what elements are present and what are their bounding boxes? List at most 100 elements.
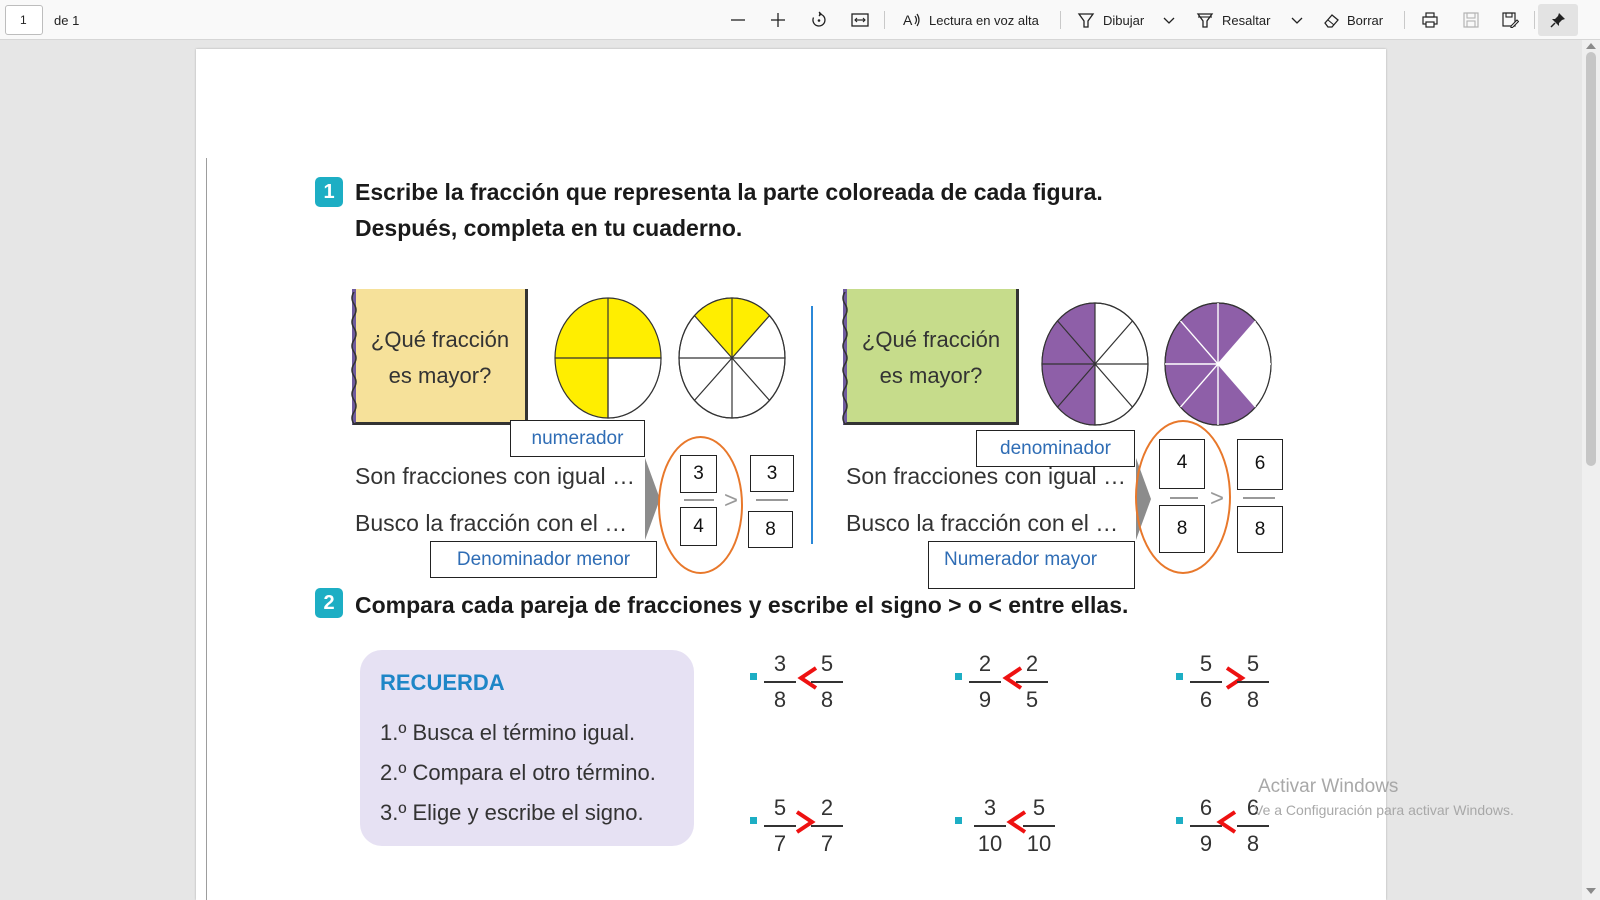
fraction-denominator: 8 (773, 686, 787, 712)
fraction-denominator: 8 (1246, 686, 1260, 712)
fraction-bar (684, 499, 714, 501)
fraction-numerator: 2 (978, 651, 992, 676)
left-line-1: Son fracciones con igual … (355, 463, 635, 489)
circle-eighths-purple-4 (1041, 302, 1149, 426)
fraction-denominator-box: 8 (748, 511, 793, 548)
note-left-line1: ¿Qué fracción (370, 327, 510, 352)
fraction-numerator: 6 (1246, 795, 1260, 820)
toolbar-separator (1534, 11, 1535, 29)
read-aloud-button[interactable]: A Lectura en voz alta (903, 0, 1039, 40)
red-greater-than-sign (1225, 666, 1246, 690)
zoom-in-button[interactable] (770, 0, 786, 40)
pdf-toolbar: 1 de 1 A Lectura en voz alta Dibujar Res… (0, 0, 1600, 40)
highlight-label: Resaltar (1222, 12, 1271, 28)
note-left-line2: es mayor? (388, 363, 492, 388)
fraction-numerator: 3 (773, 651, 787, 676)
fraction-bar (756, 499, 788, 501)
highlight-button[interactable]: Resaltar (1196, 0, 1270, 40)
fraction-denominator: 7 (773, 830, 787, 856)
note-wavy-edge (842, 292, 848, 424)
fraction-bar (1243, 497, 1275, 499)
exercise-2-title: Compara cada pareja de fracciones y escr… (355, 592, 1129, 618)
red-less-than-sign (797, 666, 818, 690)
fraction-numerator: 5 (773, 795, 787, 820)
note-wavy-edge (351, 292, 357, 424)
annotation-numerador: numerador (510, 420, 645, 457)
draw-options-dropdown[interactable] (1162, 0, 1176, 40)
page-count-label: de 1 (54, 12, 80, 28)
bullet-marker (750, 817, 757, 824)
exercise-1-title-line1: Escribe la fracción que representa la pa… (355, 179, 1103, 205)
save-as-button[interactable] (1501, 0, 1519, 40)
recuerda-box (360, 650, 694, 846)
bullet-marker (1176, 817, 1183, 824)
comparison-sign: > (1210, 485, 1225, 512)
right-line-1: Son fracciones con igual … (846, 463, 1126, 489)
fraction-numerator: 5 (1246, 651, 1260, 676)
fraction-denominator: 10 (1026, 830, 1052, 856)
read-aloud-label: Lectura en voz alta (929, 12, 1039, 28)
fit-width-icon (851, 13, 869, 27)
sticky-note-left (352, 289, 528, 425)
page-number-input[interactable]: 1 (5, 5, 43, 35)
draw-label: Dibujar (1103, 12, 1145, 28)
draw-button[interactable]: Dibujar (1077, 0, 1144, 40)
pin-icon (1550, 13, 1565, 28)
fraction-denominator: 5 (1025, 686, 1039, 712)
eraser-icon (1324, 14, 1339, 28)
fraction-numerator: 2 (820, 795, 834, 820)
svg-text:A: A (903, 12, 913, 28)
fraction-numerator-box: 3 (680, 455, 717, 493)
toolbar-separator (1404, 11, 1405, 29)
fraction-denominator: 8 (820, 686, 834, 712)
fraction-denominator: 10 (977, 830, 1003, 856)
fraction-denominator: 9 (978, 686, 992, 712)
fraction-numerator-box: 6 (1237, 439, 1283, 490)
save-icon (1463, 12, 1479, 28)
note-right-line2: es mayor? (879, 363, 983, 388)
erase-button[interactable]: Borrar (1322, 0, 1383, 40)
fraction-numerator: 6 (1199, 795, 1213, 820)
note-right-line1: ¿Qué fracción (861, 327, 1001, 352)
scroll-up-arrow[interactable] (1586, 43, 1596, 49)
right-line-2: Busco la fracción con el … (846, 510, 1119, 536)
exercise-2-number: 2 (315, 588, 343, 618)
activate-windows-subtitle: Ve a Configuración para activar Windows. (1254, 802, 1514, 818)
zoom-out-button[interactable] (730, 0, 746, 40)
fraction-denominator-box: 8 (1237, 506, 1283, 553)
section-divider (811, 306, 813, 544)
erase-label: Borrar (1347, 12, 1384, 28)
highlight-options-dropdown[interactable] (1290, 0, 1304, 40)
scrollbar-thumb[interactable] (1586, 52, 1596, 466)
fraction-numerator: 3 (983, 795, 997, 820)
chevron-down-icon (1291, 17, 1303, 24)
circle-eighths (678, 297, 786, 419)
circle-eighths-purple-6 (1164, 302, 1272, 426)
red-greater-than-sign (795, 810, 816, 834)
print-button[interactable] (1421, 0, 1439, 40)
annotation-denominador-menor: Denominador menor (430, 541, 657, 578)
scroll-down-arrow[interactable] (1586, 888, 1596, 894)
recuerda-step-1: 1.º Busca el término igual. (380, 720, 636, 745)
red-less-than-sign (1216, 810, 1237, 834)
chevron-down-icon (1163, 17, 1175, 24)
bullet-marker (955, 817, 962, 824)
red-less-than-sign (1002, 666, 1023, 690)
pin-toolbar-button[interactable] (1538, 4, 1578, 36)
red-less-than-sign (1006, 810, 1027, 834)
fraction-denominator-box: 4 (680, 507, 717, 546)
save-button[interactable] (1462, 0, 1480, 40)
highlight-icon (1196, 13, 1214, 28)
rotate-button[interactable] (810, 0, 828, 40)
fit-page-button[interactable] (851, 0, 869, 40)
orange-circle-annotation (658, 436, 743, 574)
recuerda-title: RECUERDA (380, 670, 505, 695)
